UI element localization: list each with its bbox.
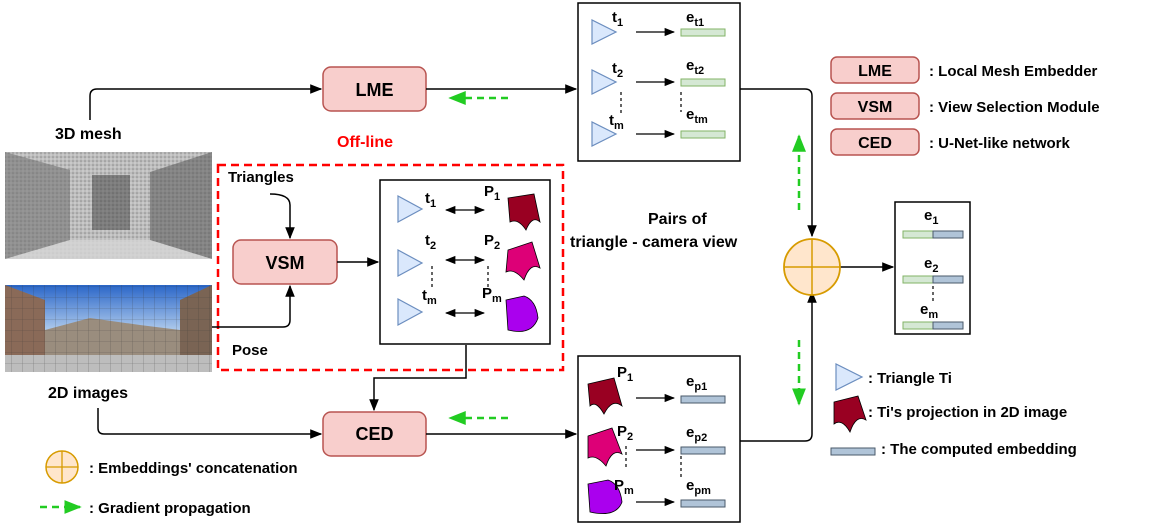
- triangle-icon: [397, 248, 424, 278]
- vsm-module: VSM: [232, 239, 338, 285]
- legend-ced-key: CED: [858, 135, 892, 152]
- concatenation-node: [783, 238, 841, 296]
- ep1-label: ep1: [686, 373, 707, 393]
- et2-label: et2: [686, 57, 704, 77]
- legend-lme-key: LME: [858, 63, 892, 80]
- ced-module: CED: [322, 411, 427, 457]
- pairs-label-line1: Pairs of: [648, 211, 707, 228]
- bottom-panel-to-concat-arrow: [740, 290, 817, 442]
- images-to-ced-arrow: [97, 408, 323, 439]
- triangles-to-vsm-arrow: [269, 193, 295, 240]
- pairs-label-line2: triangle - camera view: [570, 234, 738, 251]
- offline-region: [216, 163, 565, 372]
- pair-p2-label: P2: [484, 232, 500, 252]
- pose-to-vsm-arrow: [212, 284, 295, 328]
- etm-label: etm: [686, 106, 708, 126]
- legend-gradient-text: : Gradient propagation: [89, 500, 251, 517]
- legend-embedding-text: : The computed embedding: [881, 441, 1077, 458]
- legend-projection-text: : Ti's projection in 2D image: [868, 404, 1067, 421]
- legend-triangle-text: : Triangle Ti: [868, 370, 952, 387]
- pair-t2-label: t2: [425, 232, 436, 252]
- pose-label: Pose: [232, 342, 268, 359]
- pair-pm-label: Pm: [482, 285, 502, 305]
- projection-icon: [505, 241, 541, 281]
- e1-label: e1: [924, 207, 938, 227]
- projection-embedding-panel: P1 P2 Pm ep1 ep2 epm: [577, 355, 741, 523]
- mesh-to-lme-arrow: [89, 84, 323, 120]
- legend-vsm-key: VSM: [858, 99, 893, 116]
- epm-label: epm: [686, 477, 711, 497]
- legend-lme-text: : Local Mesh Embedder: [929, 63, 1098, 80]
- em-label: em: [920, 301, 938, 321]
- output-embedding-panel: e1 e2 em: [894, 201, 971, 335]
- top-panel-to-concat-arrow: [740, 88, 817, 238]
- concatenation-icon: [45, 450, 79, 484]
- mesh-image: [5, 152, 212, 259]
- projection-icon: [505, 295, 539, 332]
- shape-legend: : Triangle Ti : Ti's projection in 2D im…: [830, 363, 1077, 458]
- ced-module-label: CED: [355, 424, 393, 444]
- embedding-bar-icon: [830, 447, 876, 456]
- e2-label: e2: [924, 255, 938, 275]
- pm-label: Pm: [614, 477, 634, 497]
- p1-label: P1: [617, 364, 633, 384]
- legend-concat-text: : Embeddings' concatenation: [89, 460, 298, 477]
- projection-icon: [507, 193, 541, 231]
- projection-icon: [587, 427, 623, 467]
- offline-label: Off-line: [337, 134, 393, 151]
- projection-icon: [587, 377, 623, 415]
- pair-tm-label: tm: [422, 287, 437, 307]
- projection-icon: [833, 395, 867, 433]
- triangle-icon: [397, 297, 424, 327]
- images-label: 2D images: [48, 385, 128, 402]
- t2-label: t2: [612, 60, 623, 80]
- t1-label: t1: [612, 9, 623, 29]
- et1-label: et1: [686, 9, 704, 29]
- triangle-icon: [397, 194, 424, 224]
- triangles-label: Triangles: [228, 169, 294, 186]
- tm-label: tm: [609, 112, 624, 132]
- legend-vsm-text: : View Selection Module: [929, 99, 1100, 116]
- triangle-icon: [591, 69, 618, 95]
- p2-label: P2: [617, 423, 633, 443]
- legend-ced-text: : U-Net-like network: [929, 135, 1071, 152]
- ep2-label: ep2: [686, 424, 707, 444]
- operation-legend: : Embeddings' concatenation : Gradient p…: [40, 450, 298, 517]
- panorama-image: [5, 285, 212, 372]
- triangle-icon: [591, 19, 618, 45]
- pair-p1-label: P1: [484, 183, 500, 203]
- lme-module-label: LME: [356, 80, 394, 100]
- vsm-module-label: VSM: [265, 253, 304, 273]
- triangle-embedding-panel: t1 t2 tm et1 et2 etm: [577, 2, 741, 162]
- module-legend: LME VSM CED : Local Mesh Embedder : View…: [830, 56, 1100, 156]
- pair-t1-label: t1: [425, 190, 436, 210]
- pairs-to-ced-arrow: [369, 345, 467, 412]
- pairs-panel: t1 t2 tm P1 P2 Pm: [379, 179, 551, 345]
- lme-module: LME: [322, 66, 427, 112]
- projection-icon: [587, 479, 623, 515]
- triangle-icon: [591, 121, 618, 147]
- mesh-label: 3D mesh: [55, 126, 122, 143]
- triangle-icon: [835, 363, 864, 391]
